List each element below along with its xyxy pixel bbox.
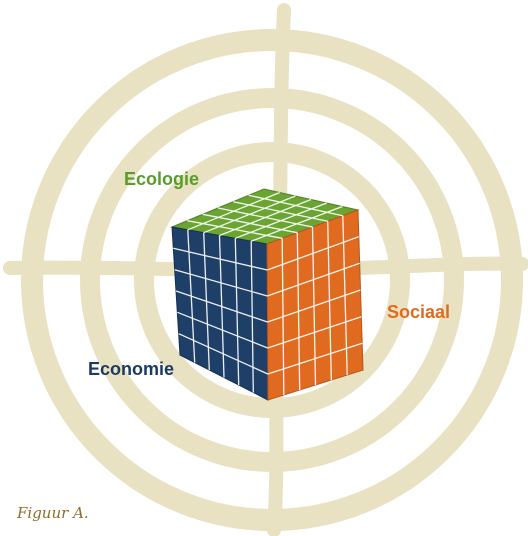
figure-caption: Figuur A. [16,504,89,522]
label-ecologie: Ecologie [124,169,199,189]
sustainability-cube [170,188,364,401]
label-sociaal: Sociaal [387,302,450,322]
cube-grid-line-top-grid-v-5 [250,205,343,242]
cube-grid-line-right-grid-v-5 [267,342,363,375]
label-economie: Economie [88,359,174,379]
cube-grid-lines [173,191,363,396]
cube-grid-line-left-grid-v-5 [178,333,269,375]
